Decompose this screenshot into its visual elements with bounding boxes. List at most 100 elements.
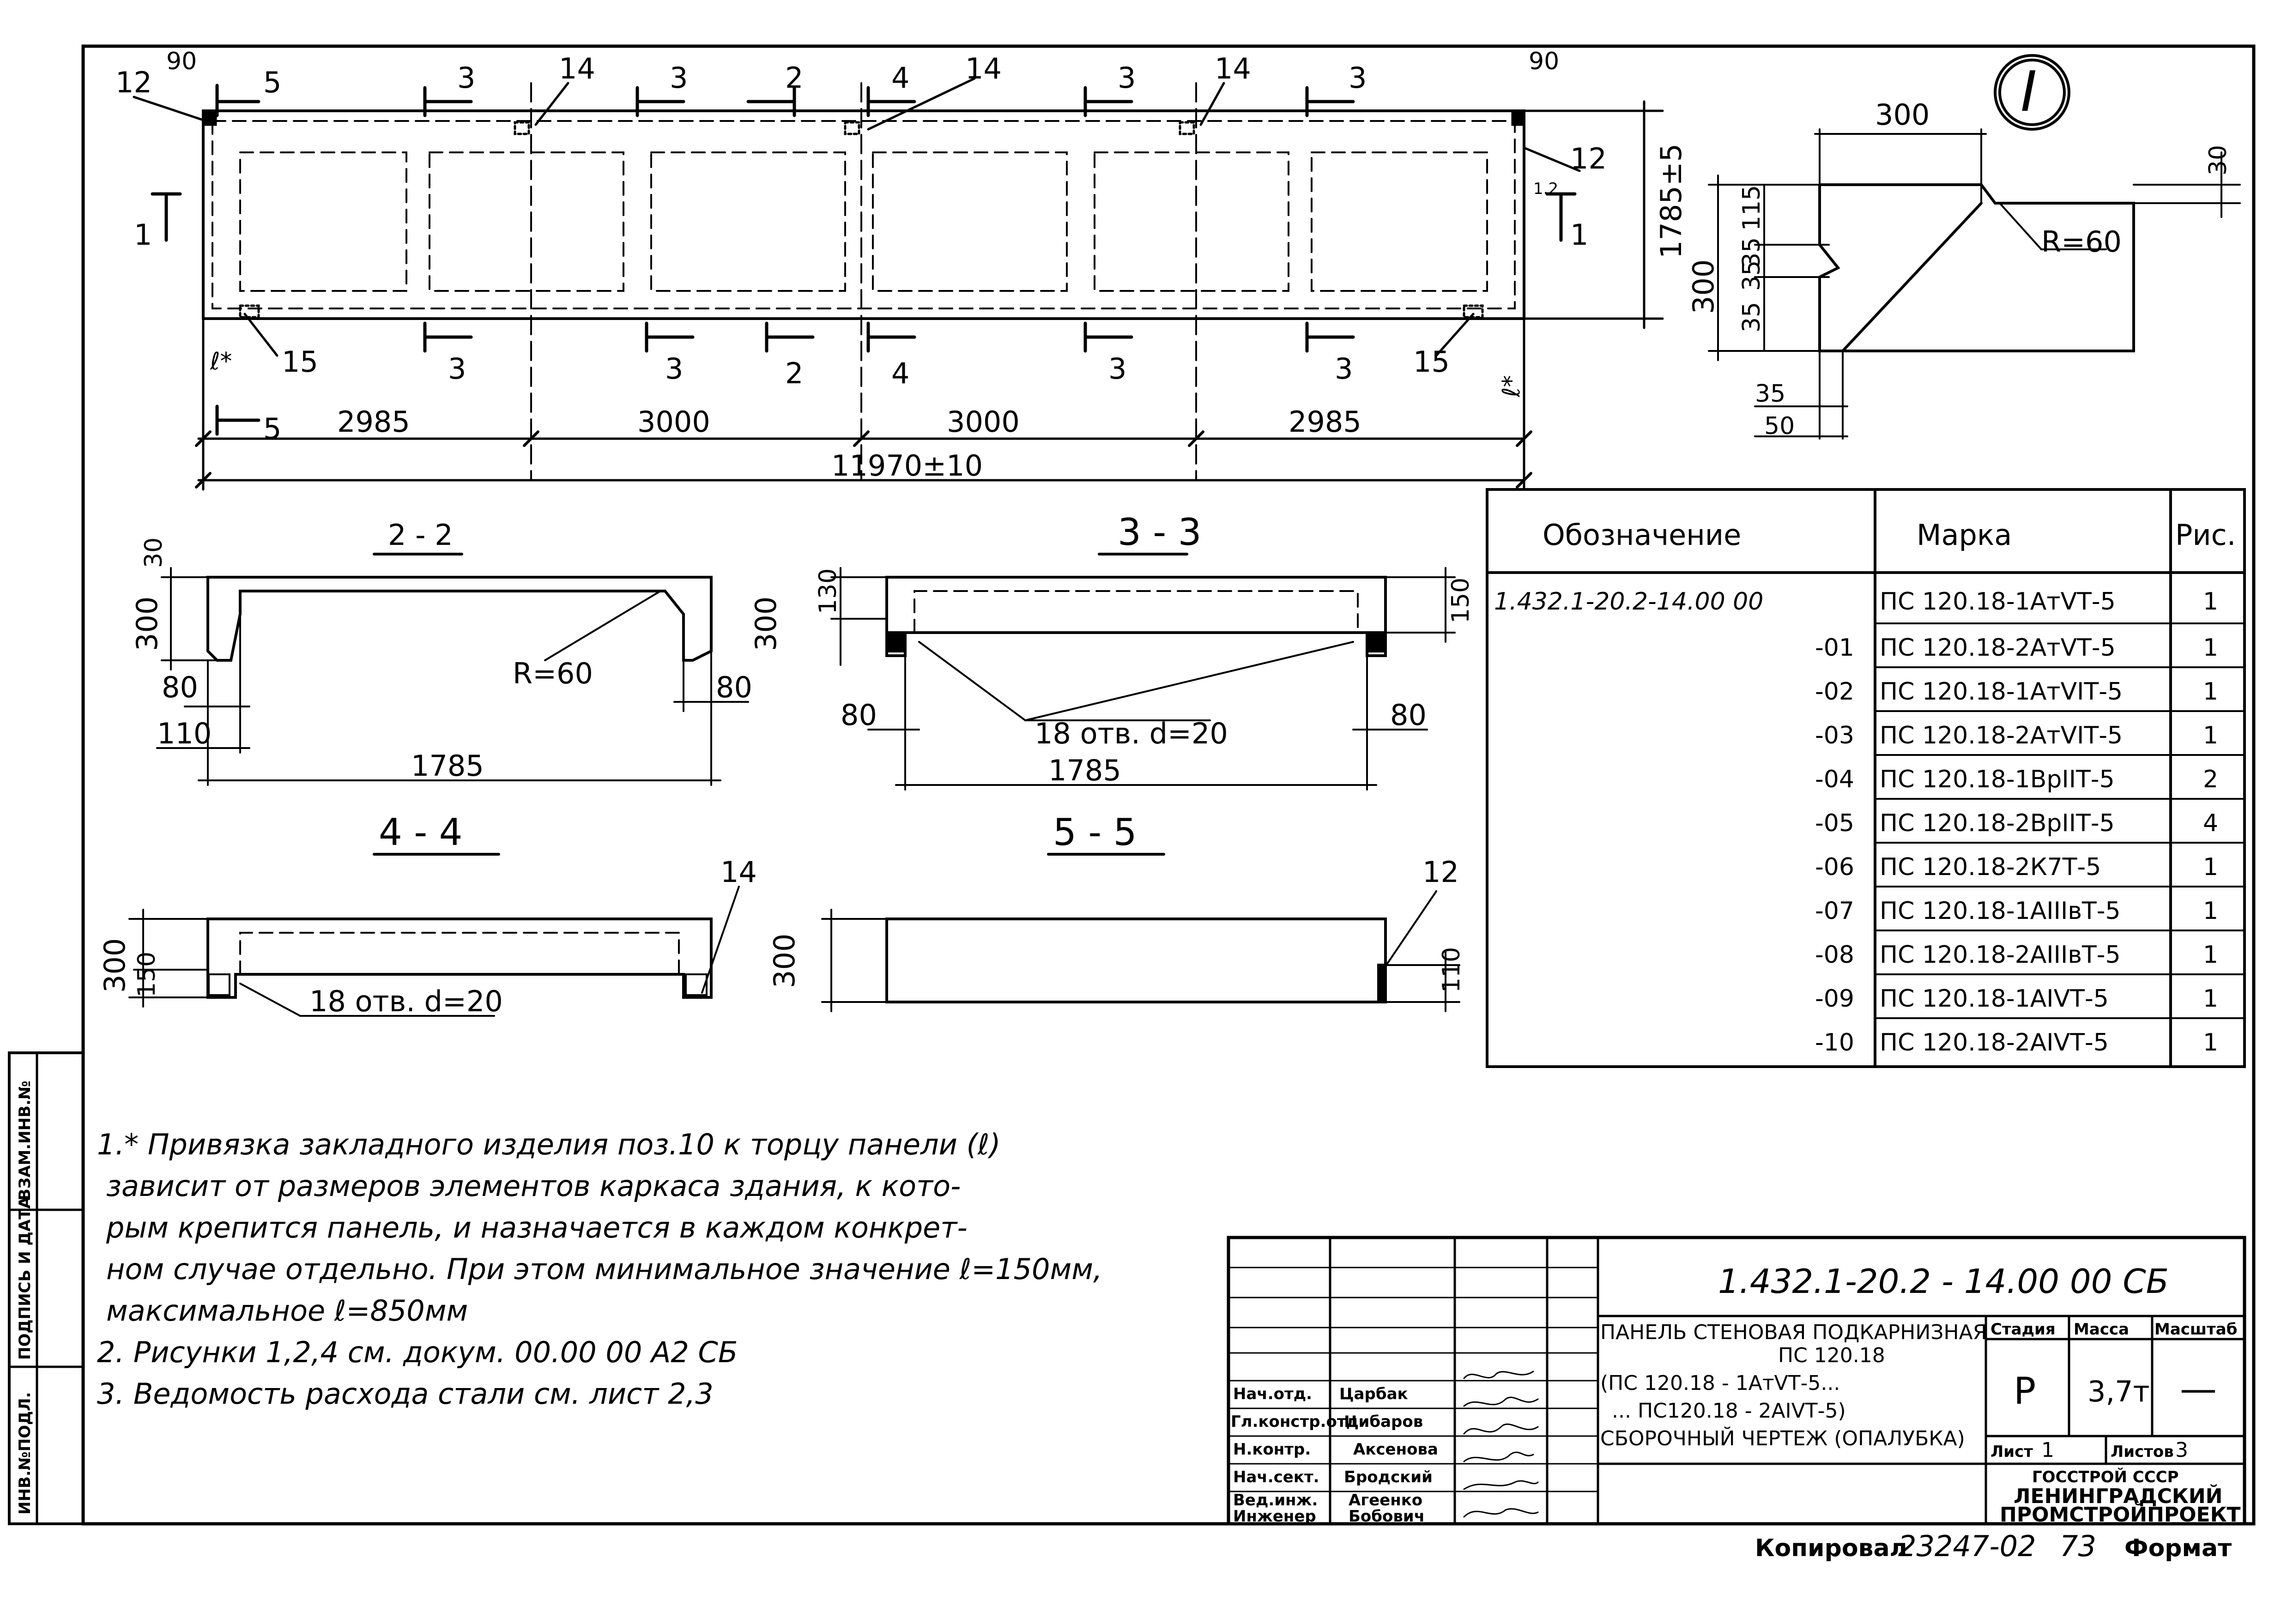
stamp-stage-label: Стадия xyxy=(1990,1320,2056,1339)
s22-w80b: 80 xyxy=(716,670,752,704)
section-5-5-title: 5 - 5 xyxy=(1053,811,1137,854)
stamp-sheet-label: Лист xyxy=(1990,1443,2033,1461)
table-row-fig: 1 xyxy=(2203,588,2218,616)
table-row-code: -06 xyxy=(1815,853,1854,881)
side-label-inv: ИНВ.№ПОДЛ. xyxy=(16,1392,34,1515)
plan-edge-dim-left: 90 xyxy=(166,48,197,75)
section-4-4 xyxy=(128,853,740,1017)
signature-role: Вед.инж. xyxy=(1233,1491,1318,1509)
section-4-4-title: 4 - 4 xyxy=(379,811,463,854)
stamp-doc-code: 1.432.1-20.2 - 14.00 00 СБ xyxy=(1718,1262,2169,1301)
s22-top: 30 xyxy=(140,537,168,568)
stamp-org-line: ПРОМСТРОЙПРОЕКТ xyxy=(2000,1502,2241,1527)
signature-name: Царбак xyxy=(1339,1385,1408,1403)
note-line: 3. Ведомость расхода стали см. лист 2,3 xyxy=(97,1377,714,1411)
table-row-code: -05 xyxy=(1815,809,1854,837)
stamp-sheet: 1 xyxy=(2041,1438,2054,1462)
plan-height-dim: 1785±5 xyxy=(1654,144,1688,259)
stamp-sheets: 3 xyxy=(2175,1438,2188,1462)
ell-star-right: ℓ* xyxy=(1498,375,1525,398)
detail-I-top: 30 xyxy=(2204,145,2232,175)
table-row-mark: ПС 120.18-2К7Т-5 xyxy=(1880,853,2101,881)
stamp-title-line: ... ПС120.18 - 2АIVТ-5) xyxy=(1612,1399,1846,1423)
copy-number: 23247-02 xyxy=(1898,1529,2036,1563)
section-mark-5-bottom: 5 xyxy=(263,412,281,446)
table-row-mark: ПС 120.18-1АIIIвТ-5 xyxy=(1880,897,2121,925)
table-row-mark: ПС 120.18-2АтVIТ-5 xyxy=(1880,722,2123,749)
callout-12-right: 12 xyxy=(1570,142,1607,175)
section-5-5-labels: 5 - 5 300 110 12 xyxy=(768,811,1465,993)
stamp-title-line: ПАНЕЛЬ СТЕНОВАЯ ПОДКАРНИЗНАЯ xyxy=(1600,1321,1987,1344)
signature-name: Агеенко xyxy=(1349,1491,1422,1509)
section-2-2-labels: 2 - 2 300 30 R=60 80 80 110 1785 xyxy=(130,518,752,783)
signature-role: Нач.сект. xyxy=(1233,1468,1319,1486)
s22-radius: R=60 xyxy=(513,657,593,690)
callout-12-left: 12 xyxy=(115,66,152,99)
table-row-code: 1.432.1-20.2-14.00 00 xyxy=(1494,588,1763,616)
s22-h: 300 xyxy=(130,597,164,651)
table-row-mark: ПС 120.18-2АIVТ-5 xyxy=(1880,1029,2109,1057)
title-block: 1.432.1-20.2 - 14.00 00 СБ ПАНЕЛЬ СТЕНОВ… xyxy=(1231,1262,2241,1527)
note-line: рым крепится панель, и назначается в каж… xyxy=(106,1211,968,1244)
s55-h: 300 xyxy=(768,934,801,988)
section-mark-3-g: 3 xyxy=(1108,352,1126,386)
section-mark-4-top: 4 xyxy=(891,61,909,95)
detail-I-radius: R=60 xyxy=(2041,225,2122,259)
s44-mark: 14 xyxy=(720,855,757,889)
signature-name: Цибаров xyxy=(1344,1413,1423,1431)
section-mark-3-a: 3 xyxy=(457,61,475,95)
section-2-2 xyxy=(156,553,749,786)
callout-15-right: 15 xyxy=(1413,345,1450,379)
section-3-3 xyxy=(830,553,1456,791)
detail-I-title: I xyxy=(2021,60,2037,124)
s55-a: 110 xyxy=(1438,947,1465,993)
s33-span: 1785 xyxy=(1048,754,1121,787)
detail-I-left-b: 35 xyxy=(1738,237,1766,268)
notes: 1.* Привязка закладного изделия поз.10 к… xyxy=(97,1128,1102,1411)
section-2-2-title: 2 - 2 xyxy=(388,518,453,552)
table-row-code: -02 xyxy=(1815,678,1854,706)
table-row-code: -08 xyxy=(1815,941,1854,969)
s33-a: 130 xyxy=(814,568,842,614)
s55-mark: 12 xyxy=(1422,855,1459,889)
section-mark-1-right: 1 xyxy=(1570,218,1588,252)
section-3-3-title: 3 - 3 xyxy=(1118,511,1202,554)
s22-w110: 110 xyxy=(157,717,212,750)
callout-14-c: 14 xyxy=(1215,52,1251,85)
marks-table: Обозначение Марка Рис. 1.432.1-20.2-14.0… xyxy=(1494,518,2236,1057)
detail-I-width: 300 xyxy=(1875,98,1930,132)
side-label-vzam: ВЗАМ.ИНВ.№ xyxy=(16,1081,34,1201)
detail-I-height: 300 xyxy=(1687,260,1720,314)
table-header-mark: Марка xyxy=(1917,518,2012,552)
section-mark-4-bottom: 4 xyxy=(891,356,909,390)
page-number: 73 xyxy=(2060,1529,2096,1563)
table-row-fig: 1 xyxy=(2203,941,2218,969)
table-row-code: -09 xyxy=(1815,985,1854,1013)
detail-I-bottom-b: 50 xyxy=(1764,412,1795,440)
section-mark-3-c: 3 xyxy=(1118,61,1136,95)
callout-14-b: 14 xyxy=(965,52,1002,85)
plan-overall-dim: 11970±10 xyxy=(831,449,983,483)
format-label: Формат xyxy=(2124,1534,2232,1562)
table-row-fig: 1 xyxy=(2203,634,2218,662)
callout-14-a: 14 xyxy=(559,52,595,85)
s22-w80a: 80 xyxy=(162,670,198,704)
detail-I-left-a: 115 xyxy=(1738,185,1766,231)
ref-1-2: 1.2 xyxy=(1533,180,1558,198)
table-row-fig: 1 xyxy=(2203,678,2218,706)
copied-label: Копировал xyxy=(1755,1534,1907,1562)
plan-labels: 2985 3000 3000 2985 11970±10 1785±5 90 9… xyxy=(115,48,1688,483)
detail-I-bottom-a: 35 xyxy=(1755,380,1785,408)
side-label-sign: ПОДПИСЬ И ДАТА xyxy=(16,1196,34,1360)
stamp-title-line: (ПС 120.18 - 1АтVТ-5... xyxy=(1600,1371,1840,1395)
s33-holes: 18 отв. d=20 xyxy=(1035,717,1228,750)
table-header-fig: Рис. xyxy=(2175,518,2236,552)
s33-w80b: 80 xyxy=(1390,698,1427,732)
marks-table-lines xyxy=(1486,488,2246,1068)
signature-role: Гл.констр.отд. xyxy=(1231,1413,1365,1431)
sheet-frame xyxy=(81,44,2256,1526)
stamp-scale-label: Масштаб xyxy=(2154,1320,2237,1339)
signature-name: Аксенова xyxy=(1353,1440,1438,1459)
signature-role: Нач.отд. xyxy=(1233,1385,1312,1403)
